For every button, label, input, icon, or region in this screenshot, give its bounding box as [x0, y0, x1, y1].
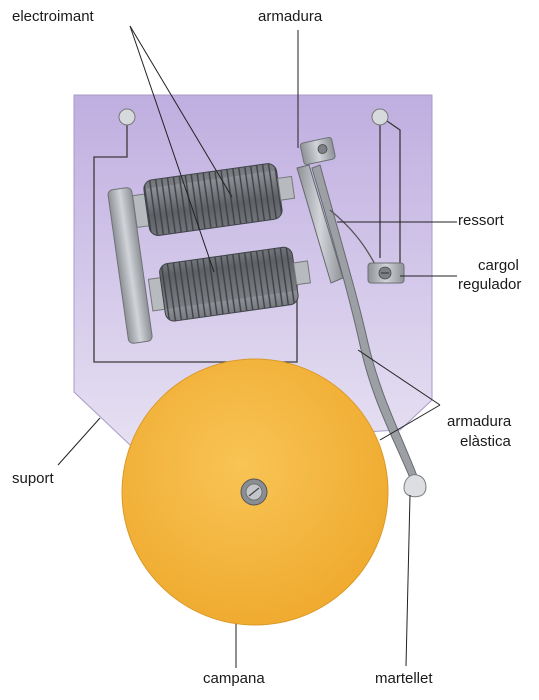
label-bell: campana: [203, 670, 265, 687]
terminal-screw-left: [118, 108, 136, 126]
electromagnet-coil-lower: [147, 246, 312, 322]
label-regulating-screw-line2: regulador: [458, 276, 522, 293]
label-support: suport: [12, 470, 54, 487]
label-spring: ressort: [458, 212, 504, 229]
label-electromagnet: electroimant: [12, 8, 94, 25]
hammer: [403, 474, 427, 498]
armature-bracket: [299, 136, 336, 166]
electromagnet-yoke: [107, 187, 153, 344]
label-elastic-armature-line1: armadura: [447, 413, 512, 430]
spring: [329, 209, 378, 269]
label-elastic-armature-line2: elàstica: [460, 433, 511, 450]
regulating-screw: [367, 262, 405, 284]
electromagnet-coil-upper: [132, 163, 296, 236]
label-regulating-screw-line1: cargol: [478, 257, 519, 274]
label-armature: armadura: [258, 8, 323, 25]
label-hammer: martellet: [375, 670, 433, 687]
leader-lines: [57, 25, 457, 668]
terminal-screw-right: [371, 108, 389, 126]
